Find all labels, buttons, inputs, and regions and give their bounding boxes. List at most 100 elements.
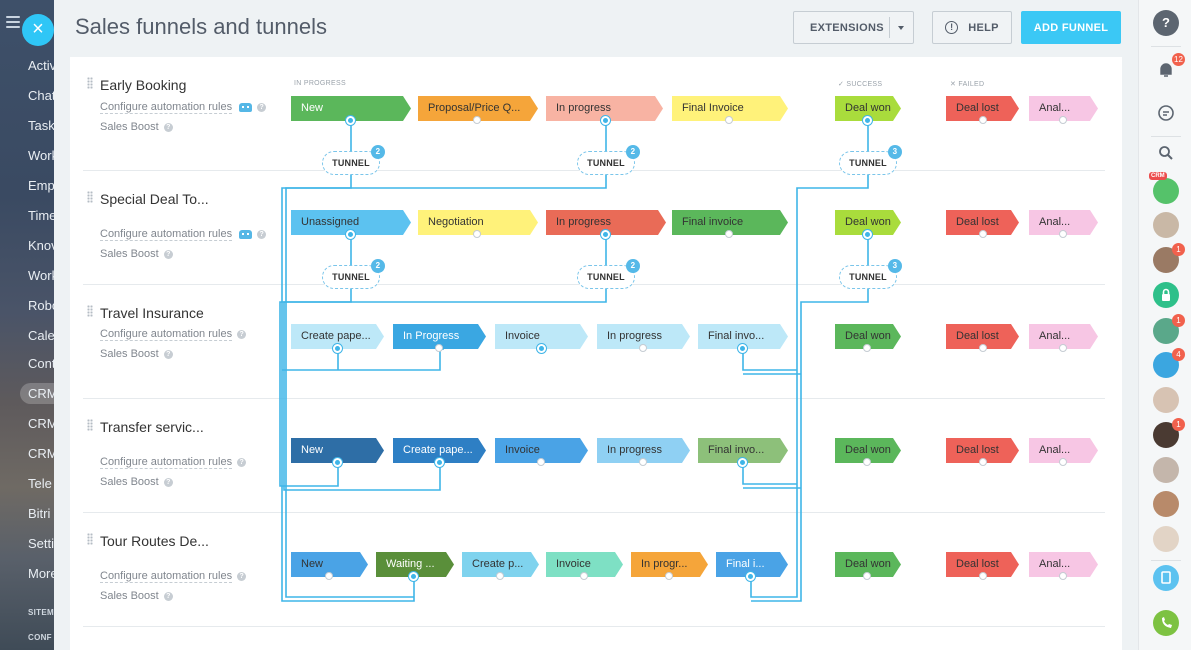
help-icon[interactable]: ? (237, 458, 247, 467)
chevron-down-icon[interactable] (898, 26, 904, 30)
configure-automation-link[interactable]: Configure automation rules? (100, 328, 247, 341)
avatar[interactable] (1153, 491, 1179, 517)
sidebar-item[interactable]: CRM (28, 416, 54, 431)
sidebar-item[interactable]: Time (28, 208, 54, 223)
add-funnel-button[interactable]: ADD FUNNEL (1021, 11, 1121, 44)
avatar[interactable] (1153, 526, 1179, 552)
drag-handle-icon[interactable] (87, 419, 93, 431)
deal-lost-stage[interactable]: Deal lost (946, 438, 1019, 463)
stage-dot[interactable] (725, 230, 733, 238)
stage-dot[interactable] (435, 344, 443, 352)
stage-dot[interactable] (979, 116, 987, 124)
avatar[interactable] (1153, 387, 1179, 413)
sales-boost-link[interactable]: Sales Boost? (100, 476, 173, 488)
funnel-name[interactable]: Early Booking (100, 77, 187, 93)
help-icon[interactable]: ? (163, 122, 173, 132)
help-icon[interactable]: ? (257, 230, 267, 239)
help-icon[interactable]: ? (163, 349, 173, 359)
stage-dot[interactable] (979, 230, 987, 238)
sidebar-item[interactable]: More (28, 566, 54, 581)
sidebar-item[interactable]: Bitri (28, 506, 51, 521)
sidebar-item[interactable]: Robo (28, 298, 54, 313)
close-button[interactable]: × (22, 14, 54, 46)
stage-dot[interactable] (664, 572, 673, 580)
stage-dot[interactable] (638, 344, 647, 352)
bell-icon[interactable]: 12 (1153, 53, 1185, 83)
configure-automation-link[interactable]: Configure automation rules? (100, 101, 267, 114)
sidebar-item[interactable]: Knov (28, 238, 54, 253)
stage-dot[interactable] (979, 344, 987, 352)
sidebar-item[interactable]: Setti (28, 536, 54, 551)
help-button[interactable]: ! HELP (932, 11, 1012, 44)
group-chat-avatar[interactable]: 4 (1153, 348, 1185, 378)
sidebar-footer-item[interactable]: SITEM (28, 608, 54, 617)
stage-dot[interactable] (1059, 344, 1067, 352)
sidebar-item[interactable]: Chat (28, 88, 54, 103)
stage-dot[interactable] (863, 344, 871, 352)
stage-dot[interactable] (536, 458, 545, 466)
extensions-button[interactable]: EXTENSIONS (793, 11, 914, 44)
tunnel-connection-dot[interactable] (346, 116, 355, 125)
stage-dot[interactable] (1059, 458, 1067, 466)
lock-icon[interactable] (1153, 282, 1179, 308)
stage-dot[interactable] (1059, 116, 1067, 124)
tunnel-connection-dot[interactable] (863, 230, 872, 239)
stage-1[interactable]: Create pape... (291, 324, 384, 349)
help-icon[interactable]: ? (1153, 10, 1179, 36)
tunnel-connection-dot[interactable] (409, 572, 418, 581)
help-icon[interactable]: ? (257, 103, 267, 112)
sidebar-footer-item[interactable]: CONF (28, 633, 52, 642)
phone-icon[interactable] (1153, 610, 1179, 636)
stage-dot[interactable] (979, 458, 987, 466)
tunnel-connection-dot[interactable] (601, 116, 610, 125)
stage-4[interactable]: In progress (597, 324, 690, 349)
tunnel-connection-dot[interactable] (536, 344, 546, 353)
sidebar-item[interactable]: Emp (28, 178, 54, 193)
document-icon[interactable] (1153, 565, 1179, 591)
sales-boost-link[interactable]: Sales Boost? (100, 348, 173, 360)
funnel-name[interactable]: Travel Insurance (100, 305, 204, 321)
funnel-name[interactable]: Tour Routes De... (100, 533, 209, 549)
tunnel-connection-dot[interactable] (346, 230, 355, 239)
configure-automation-link[interactable]: Configure automation rules? (100, 456, 247, 469)
search-icon[interactable] (1153, 140, 1179, 166)
stage-4[interactable]: Final invoice (672, 210, 788, 235)
help-icon[interactable]: ? (237, 330, 247, 339)
stage-dot[interactable] (495, 572, 504, 580)
sidebar-item[interactable]: CRM (20, 383, 54, 404)
stage-dot[interactable] (638, 458, 647, 466)
tunnel-connection-dot[interactable] (333, 344, 342, 353)
stage-dot[interactable] (1059, 572, 1067, 580)
avatar[interactable] (1153, 212, 1179, 238)
avatar[interactable]: 1 (1153, 418, 1185, 448)
sidebar-item[interactable]: Activ (28, 58, 54, 73)
stage-6[interactable]: Final i... (716, 552, 788, 577)
stage-dot[interactable] (1059, 230, 1067, 238)
tunnel-connection-dot[interactable] (435, 458, 444, 467)
drag-handle-icon[interactable] (87, 305, 93, 317)
tunnel-connection-dot[interactable] (601, 230, 610, 239)
stage-dot[interactable] (473, 230, 481, 238)
crm-avatar[interactable]: CRM (1149, 172, 1179, 204)
funnel-name[interactable]: Transfer servic... (100, 419, 204, 435)
sales-boost-link[interactable]: Sales Boost? (100, 590, 173, 602)
stage-dot[interactable] (725, 116, 733, 124)
stage-dot[interactable] (579, 572, 588, 580)
stage-dot[interactable] (325, 572, 333, 580)
stage-dot[interactable] (979, 572, 987, 580)
sidebar-item[interactable]: Work (28, 148, 54, 163)
tunnel-connection-dot[interactable] (863, 116, 872, 125)
deal-lost-stage[interactable]: Deal lost (946, 552, 1019, 577)
sidebar-item[interactable]: Cale (28, 328, 54, 343)
tunnel-connection-dot[interactable] (738, 458, 747, 467)
avatar[interactable]: 1 (1153, 243, 1185, 273)
group-chat-avatar[interactable]: 1 (1153, 314, 1185, 344)
deal-won-stage[interactable]: Deal won (835, 96, 901, 121)
funnel-name[interactable]: Special Deal To... (100, 191, 209, 207)
sales-boost-link[interactable]: Sales Boost? (100, 248, 173, 260)
help-icon[interactable]: ? (163, 249, 173, 259)
